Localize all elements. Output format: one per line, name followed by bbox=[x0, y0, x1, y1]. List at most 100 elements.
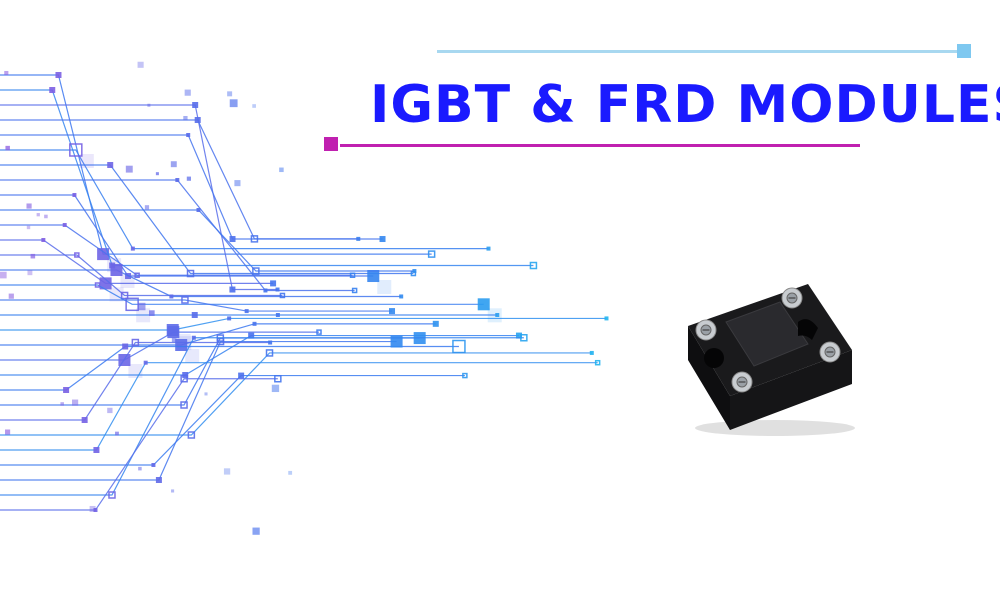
circuit-node bbox=[265, 349, 274, 357]
circuit-node bbox=[186, 133, 191, 137]
circuit-node bbox=[108, 491, 116, 499]
circuit-dot bbox=[148, 310, 155, 316]
circuit-node bbox=[274, 374, 282, 383]
circuit-node bbox=[316, 329, 322, 335]
circuit-dot bbox=[170, 161, 177, 168]
circuit-node bbox=[252, 321, 257, 326]
circuit-node bbox=[72, 193, 77, 197]
circuit-node bbox=[248, 332, 255, 339]
circuit-dot bbox=[137, 61, 144, 68]
circuit-trace bbox=[0, 341, 271, 421]
module-side-left bbox=[688, 326, 730, 430]
circuit-dot bbox=[89, 505, 96, 512]
circuit-node bbox=[122, 343, 129, 350]
circuit-node bbox=[93, 508, 98, 512]
circuit-node bbox=[151, 463, 156, 467]
circuit-node bbox=[399, 294, 404, 299]
circuit-trace bbox=[0, 334, 519, 376]
circuit-node bbox=[97, 248, 110, 261]
circuit-node bbox=[244, 309, 249, 314]
module-shadow bbox=[695, 420, 855, 436]
circuit-board-graphic bbox=[0, 61, 609, 535]
module-notch bbox=[704, 348, 724, 368]
circuit-dot bbox=[144, 205, 150, 210]
circuit-trace bbox=[0, 254, 283, 297]
circuit-node-shadow bbox=[185, 349, 200, 363]
circuit-trace bbox=[0, 299, 393, 312]
circuit-trace bbox=[0, 374, 465, 466]
circuit-node bbox=[379, 236, 386, 243]
circuit-node bbox=[49, 87, 56, 93]
circuit-trace bbox=[0, 345, 459, 391]
circuit-node bbox=[69, 143, 83, 157]
circuit-node bbox=[181, 296, 189, 304]
circuit-node bbox=[99, 277, 112, 290]
circuit-dot bbox=[155, 172, 159, 176]
circuit-trace bbox=[0, 284, 484, 305]
circuit-node bbox=[349, 272, 356, 279]
circuit-node bbox=[604, 316, 609, 321]
circuit-dot bbox=[8, 293, 14, 299]
circuit-node bbox=[155, 477, 162, 483]
circuit-node bbox=[143, 360, 148, 365]
accent-square-top bbox=[957, 44, 971, 58]
igbt-module-image bbox=[688, 284, 855, 436]
circuit-node bbox=[93, 447, 100, 453]
circuit-dot bbox=[252, 104, 256, 108]
circuit-dot bbox=[107, 407, 113, 414]
circuit-node bbox=[130, 246, 135, 251]
circuit-node bbox=[268, 340, 273, 345]
circuit-node bbox=[270, 280, 277, 287]
circuit-dot bbox=[223, 468, 231, 475]
circuit-dot bbox=[234, 180, 241, 187]
circuit-trace bbox=[0, 164, 414, 275]
circuit-node bbox=[351, 287, 358, 294]
circuit-node bbox=[520, 334, 528, 342]
circuit-node bbox=[107, 162, 114, 168]
circuit-dot bbox=[252, 527, 260, 535]
circuit-node-shadow bbox=[79, 154, 94, 168]
circuit-node bbox=[191, 335, 196, 340]
circuit-node bbox=[196, 208, 201, 212]
circuit-node bbox=[515, 332, 522, 339]
circuit-dot bbox=[36, 213, 40, 217]
circuit-trace bbox=[0, 340, 397, 481]
circuit-dot bbox=[229, 99, 238, 108]
circuit-dot bbox=[147, 103, 151, 107]
circuit-dot bbox=[4, 70, 9, 76]
circuit-node bbox=[194, 117, 201, 123]
circuit-dot bbox=[171, 489, 175, 493]
circuit-node bbox=[55, 72, 62, 78]
circuit-dot bbox=[138, 466, 142, 471]
circuit-node bbox=[390, 335, 403, 348]
circuit-dot bbox=[279, 167, 284, 173]
circuit-trace bbox=[0, 194, 374, 277]
circuit-node bbox=[62, 223, 67, 227]
circuit-node bbox=[134, 272, 140, 279]
circuit-dot bbox=[26, 203, 32, 209]
circuit-dot bbox=[227, 91, 233, 97]
circuit-node bbox=[432, 320, 439, 327]
circuit-node bbox=[252, 267, 260, 275]
circuit-node bbox=[180, 374, 188, 383]
circuit-node bbox=[238, 372, 245, 379]
circuit-node bbox=[529, 261, 538, 270]
circuit-trace bbox=[0, 269, 402, 298]
circuit-trace bbox=[0, 134, 383, 240]
circuit-node bbox=[41, 238, 46, 242]
circuit-node bbox=[367, 270, 380, 283]
circuit-node bbox=[81, 417, 88, 423]
circuit-dot bbox=[0, 271, 7, 279]
module-notch-right bbox=[798, 319, 818, 340]
circuit-dot bbox=[125, 165, 133, 173]
circuit-dot bbox=[5, 145, 10, 151]
circuit-trace bbox=[0, 352, 592, 436]
accent-square-middle bbox=[324, 137, 338, 151]
circuit-trace bbox=[0, 209, 415, 272]
circuit-node bbox=[486, 246, 491, 251]
circuit-node bbox=[279, 292, 286, 299]
circuit-trace bbox=[0, 224, 353, 276]
circuit-node bbox=[589, 350, 594, 355]
page-title: IGBT & FRD MODULES bbox=[370, 75, 1000, 135]
